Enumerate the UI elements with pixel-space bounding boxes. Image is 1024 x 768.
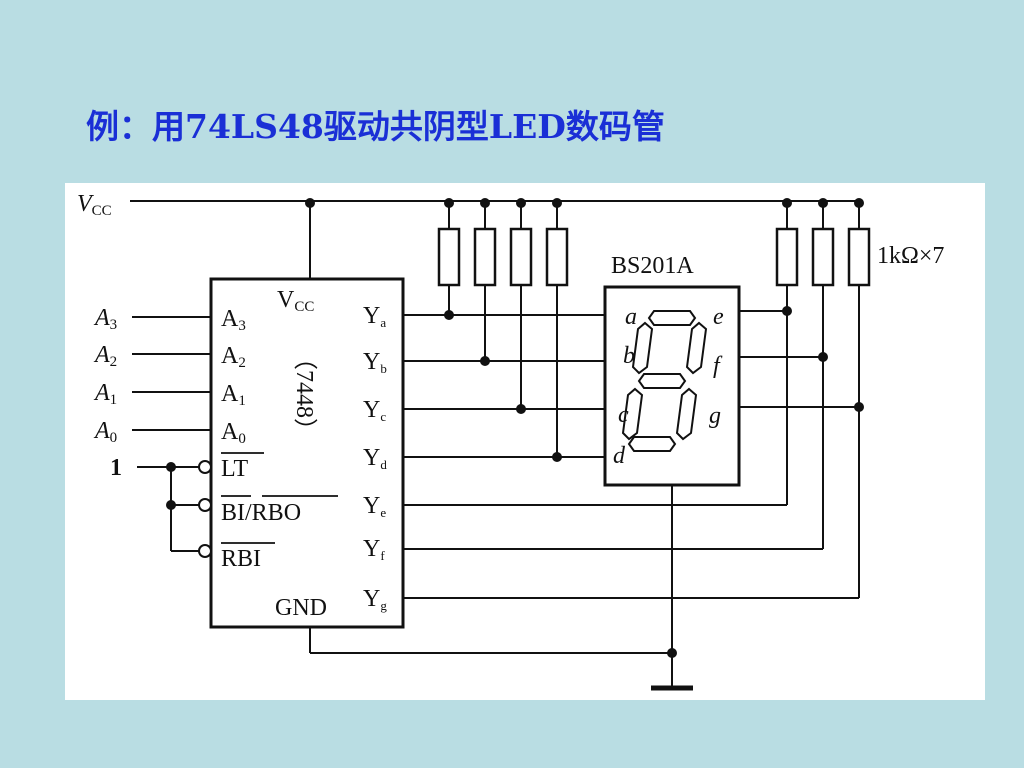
logic-one-label: 1 xyxy=(110,455,122,481)
ic-pin-lt: LT xyxy=(221,456,248,482)
wires xyxy=(130,200,860,687)
seven-segment-display xyxy=(621,310,708,452)
seg-label-f: f xyxy=(713,353,723,379)
display-name: BS201A xyxy=(611,253,694,279)
resistor xyxy=(509,227,533,287)
input-a1-label: A1 xyxy=(93,380,117,408)
seg-label-a: a xyxy=(625,304,637,330)
seg-label-e: e xyxy=(713,304,724,330)
segment-d xyxy=(627,436,677,452)
ic-gnd-label: GND xyxy=(275,595,327,621)
resistor xyxy=(775,227,799,287)
resistor xyxy=(847,227,871,287)
ic-out-ya: Ya xyxy=(363,303,386,330)
segment-c xyxy=(675,387,698,441)
ic-pin-a3: A3 xyxy=(221,306,246,334)
ic-pin-a2: A2 xyxy=(221,343,246,371)
ic-out-yd: Yd xyxy=(363,445,387,472)
inversion-bubbles xyxy=(198,460,212,558)
ic-out-yf: Yf xyxy=(363,536,385,563)
resistor xyxy=(545,227,569,287)
segment-g xyxy=(637,373,687,389)
vcc-label: VCC xyxy=(77,191,112,219)
ic-out-yg: Yg xyxy=(363,586,387,613)
ic-pin-bi-rbo: BI/RBO xyxy=(221,500,301,526)
ic-vcc-label: VCC xyxy=(277,287,314,315)
input-a0-label: A0 xyxy=(93,418,117,446)
ic-pin-a0: A0 xyxy=(221,419,246,447)
seg-label-c: c xyxy=(618,402,629,428)
ic-part-number: （7448） xyxy=(291,346,317,442)
ic-out-yb: Yb xyxy=(363,349,387,376)
junction-dots xyxy=(166,198,864,658)
seg-label-g: g xyxy=(709,403,721,429)
segment-a xyxy=(647,310,697,326)
resistor xyxy=(811,227,835,287)
ic-out-yc: Yc xyxy=(363,397,386,424)
resistor xyxy=(437,227,461,287)
circuit-diagram: VCC A3 A2 A1 A0 1 A3 A2 A1 A0 LT BI/RBO … xyxy=(77,191,944,691)
ic-pin-a1: A1 xyxy=(221,381,246,409)
circuit-figure: VCC A3 A2 A1 A0 1 A3 A2 A1 A0 LT BI/RBO … xyxy=(65,183,985,700)
resistor-value-label: 1kΩ×7 xyxy=(877,243,944,269)
segment-b xyxy=(685,321,708,375)
resistor xyxy=(473,227,497,287)
ic-out-ye: Ye xyxy=(363,493,386,520)
input-a2-label: A2 xyxy=(93,342,117,370)
ic-pin-rbi: RBI xyxy=(221,546,261,572)
input-a3-label: A3 xyxy=(93,305,117,333)
slide-title: 例：用74LS48驱动共阴型LED数码管 xyxy=(86,107,665,146)
segment-f xyxy=(631,321,654,375)
segment-e xyxy=(621,387,644,441)
seg-label-b: b xyxy=(623,343,635,369)
seg-label-d: d xyxy=(613,443,626,469)
pull-up-resistors xyxy=(437,227,871,287)
